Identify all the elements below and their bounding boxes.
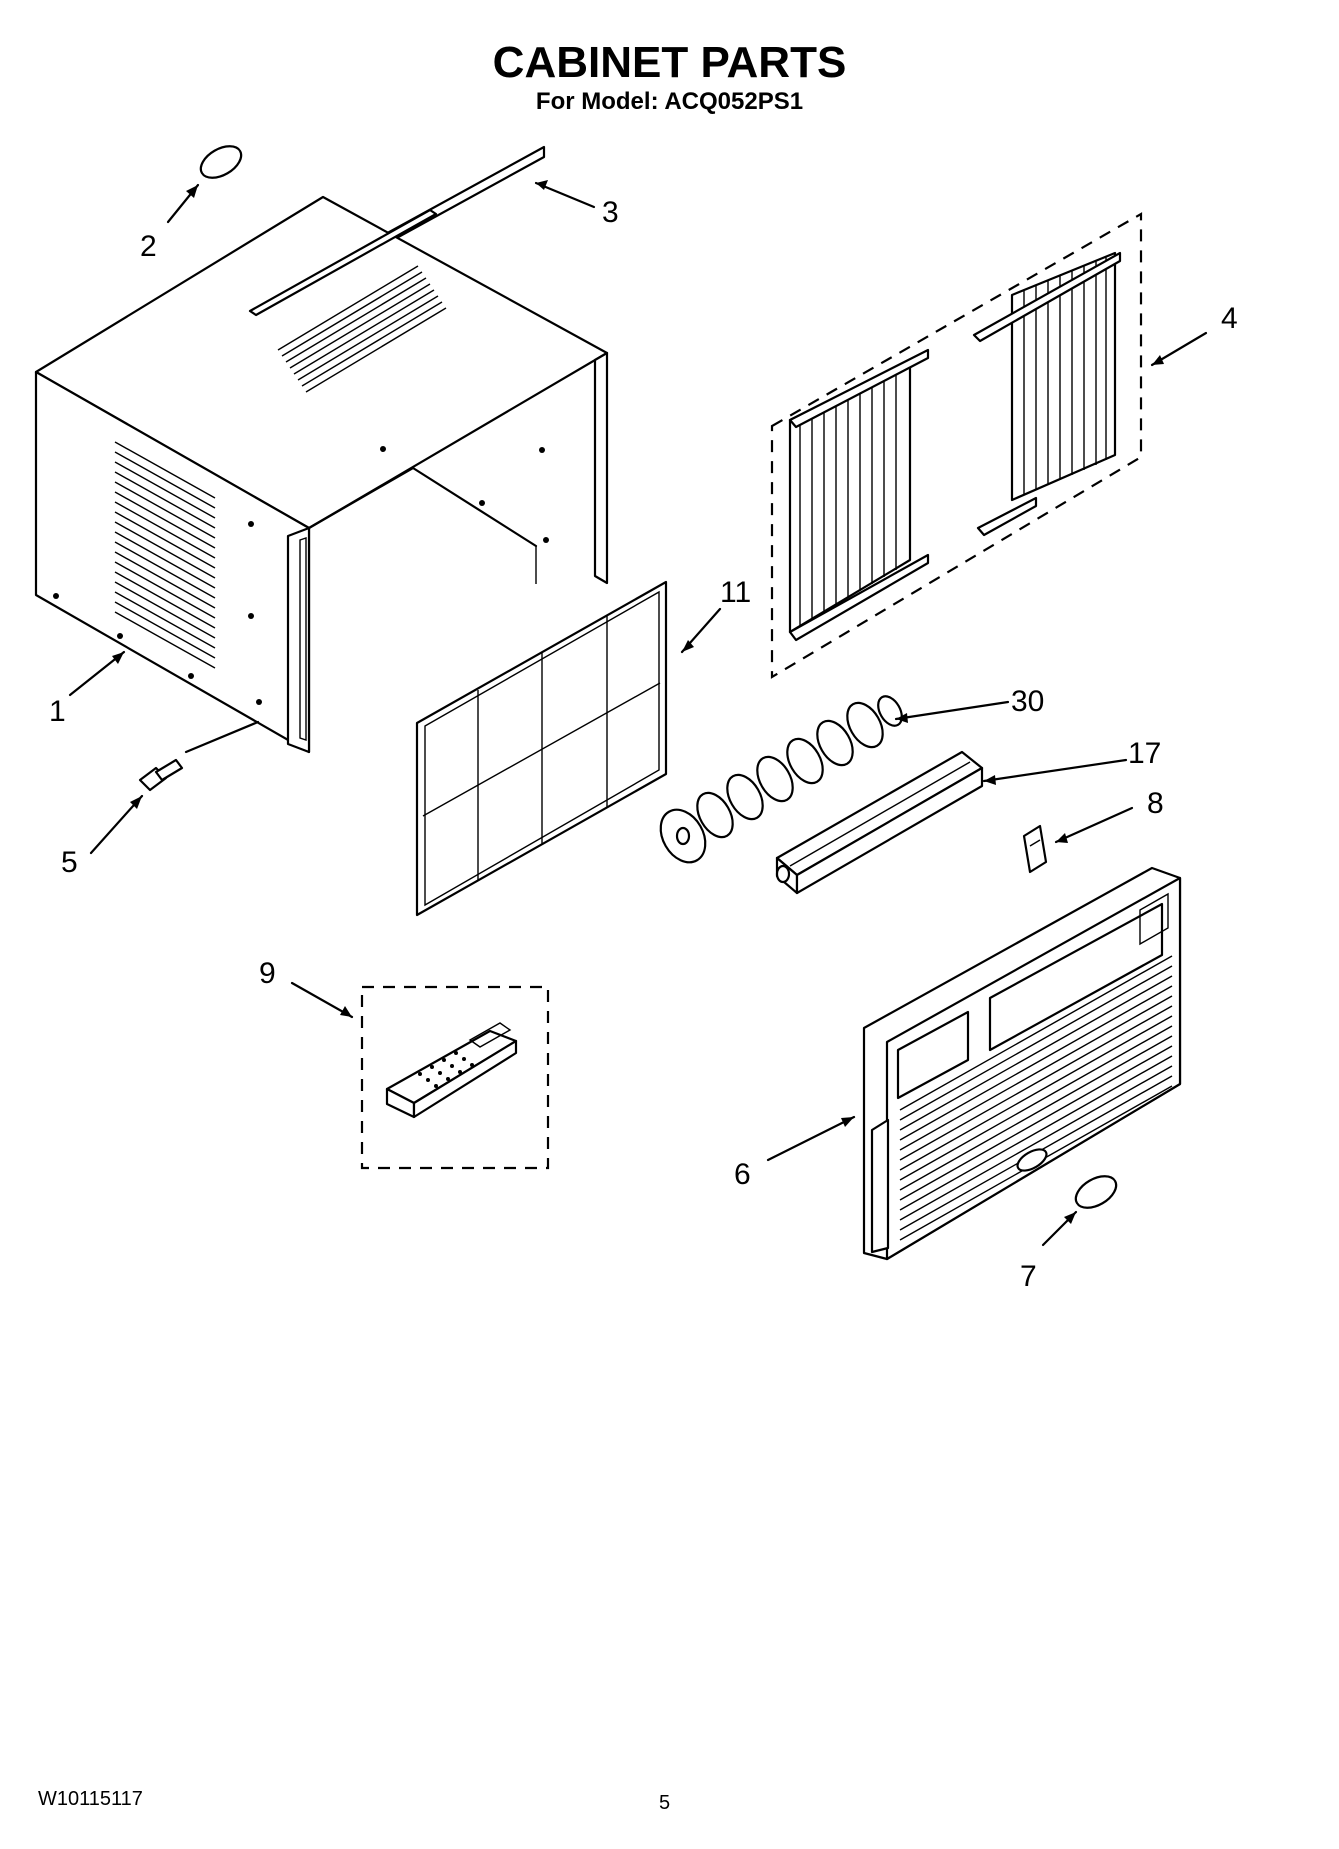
part-label-3: 3: [602, 196, 619, 229]
side-curtains-group: [770, 212, 1143, 679]
front-grille-shape: [862, 866, 1182, 1261]
louver-shape: [775, 750, 984, 895]
model-subtitle: For Model: ACQ052PS1: [535, 88, 804, 115]
part-label-7: 7: [1020, 1260, 1037, 1293]
part-label-4: 4: [1221, 302, 1238, 335]
screw-shape: [138, 758, 184, 792]
left-curtain-pleats: [799, 372, 897, 626]
part-label-17: 17: [1128, 737, 1162, 770]
clip-shape: [1022, 824, 1048, 874]
document-number: W10115117: [38, 1788, 143, 1810]
label-top-oval: [199, 145, 243, 179]
part-label-6: 6: [734, 1158, 751, 1191]
remote-control-shape: [360, 985, 550, 1170]
side-vents: [114, 441, 216, 669]
part-label-5: 5: [61, 846, 78, 879]
page-number: 5: [659, 1792, 671, 1814]
part-label-2: 2: [140, 230, 157, 263]
part-label-11: 11: [720, 576, 752, 609]
air-filter-shape: [415, 580, 668, 917]
part-label-1: 1: [49, 695, 66, 728]
page-title: CABINET PARTS: [492, 38, 847, 87]
part-label-9: 9: [259, 957, 276, 990]
right-curtain-pleats: [1023, 257, 1107, 495]
top-vents: [277, 265, 447, 393]
part-label-8: 8: [1147, 787, 1164, 820]
leader-lines: [68, 180, 1208, 1247]
part-label-30: 30: [1011, 685, 1045, 718]
louver-shaft-shape: [659, 695, 903, 864]
cabinet-wrapper-shape: [34, 195, 609, 754]
logo-badge-oval: [1074, 1175, 1118, 1209]
